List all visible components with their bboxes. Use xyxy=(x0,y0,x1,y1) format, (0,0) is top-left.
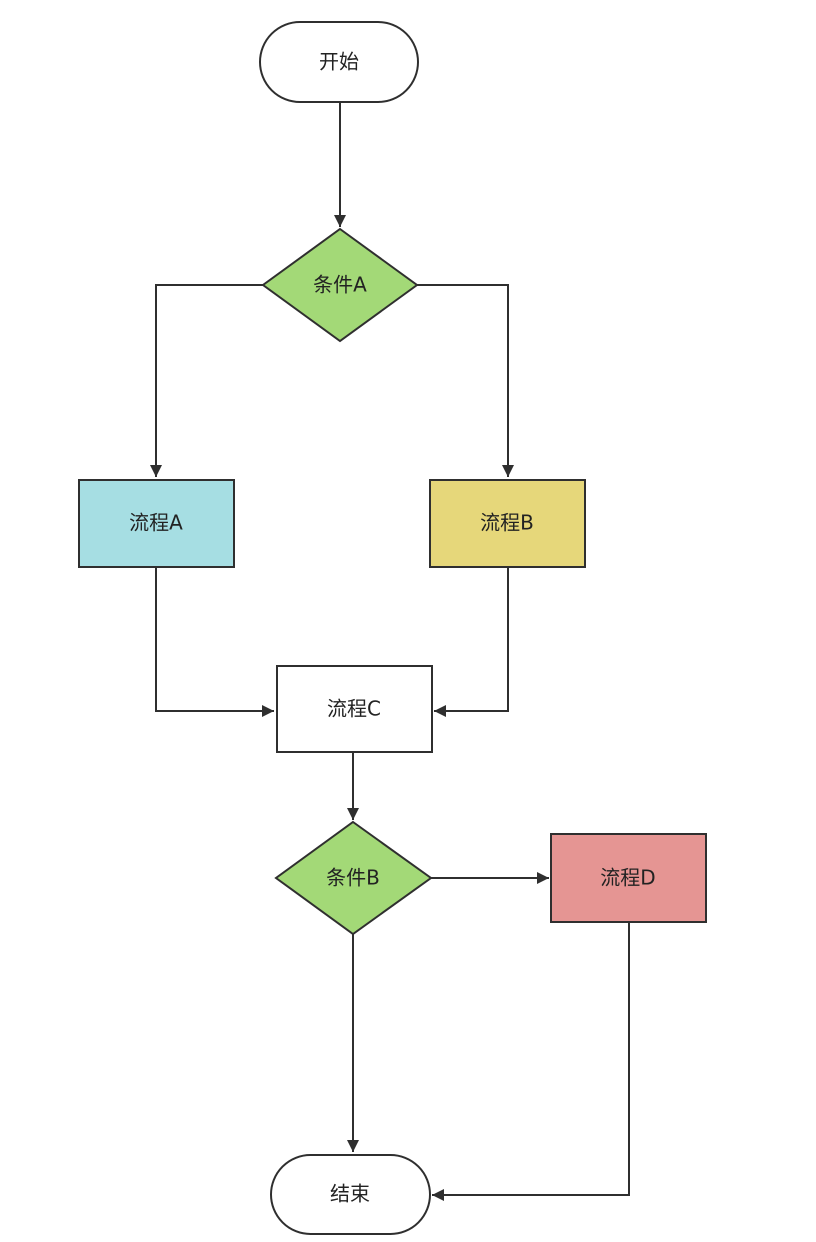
process-a-box-shape xyxy=(78,479,235,568)
node-end[interactable]: 结束 xyxy=(270,1154,431,1235)
node-process-c[interactable]: 流程C xyxy=(276,665,433,753)
process-d-label: 流程D xyxy=(600,866,655,890)
condition-b-label: 条件B xyxy=(326,866,380,890)
edge-condition-a-to-process-b xyxy=(417,284,514,477)
process-d-box-shape xyxy=(550,833,707,923)
process-a-label: 流程A xyxy=(129,511,183,535)
start-label: 开始 xyxy=(319,50,359,74)
node-process-d[interactable]: 流程D xyxy=(550,833,707,923)
edge-process-b-to-process-c xyxy=(434,567,509,717)
end-terminal-shape xyxy=(270,1154,431,1235)
process-b-label: 流程B xyxy=(480,511,534,535)
start-terminal-shape xyxy=(259,21,419,103)
process-b-box-shape xyxy=(429,479,586,568)
condition-a-label: 条件A xyxy=(313,273,367,297)
edge-condition-a-to-process-a xyxy=(150,284,263,477)
process-c-label: 流程C xyxy=(327,697,381,721)
end-label: 结束 xyxy=(330,1182,370,1206)
node-condition-b[interactable]: 条件B xyxy=(274,820,433,936)
node-process-a[interactable]: 流程A xyxy=(78,479,235,568)
condition-a-diamond-shape xyxy=(261,227,419,343)
edge-process-a-to-process-c xyxy=(155,567,274,717)
node-start[interactable]: 开始 xyxy=(259,21,419,103)
edge-process-d-to-end xyxy=(432,922,630,1201)
connectors xyxy=(150,102,630,1201)
node-process-b[interactable]: 流程B xyxy=(429,479,586,568)
process-c-box-shape xyxy=(276,665,433,753)
condition-b-diamond-shape xyxy=(274,820,433,936)
node-condition-a[interactable]: 条件A xyxy=(261,227,419,343)
